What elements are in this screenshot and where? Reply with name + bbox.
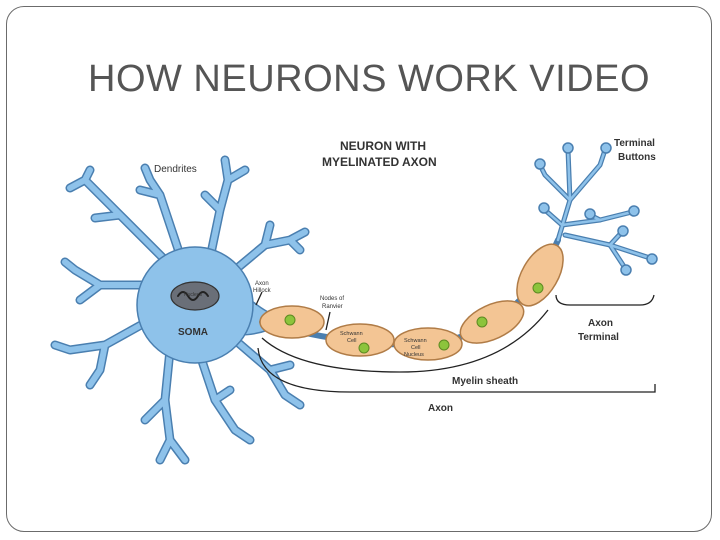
hillock-pointer: [255, 291, 263, 306]
nucleus: [170, 281, 220, 311]
label-nucleus: Nucleus: [184, 292, 203, 298]
myelin-segment: [325, 323, 395, 357]
label-axon-hillock-1: Axon: [255, 281, 269, 287]
label-myelin-sheath: Myelin sheath: [452, 376, 518, 387]
nodes-pointer: [325, 311, 331, 331]
terminal-button: [534, 158, 546, 170]
label-terminal-buttons-2: Buttons: [618, 152, 656, 163]
terminal-bracket: [555, 294, 655, 306]
nucleolus-squiggle: [177, 291, 209, 301]
terminal-button: [538, 202, 550, 214]
schwann-nucleus: [284, 314, 296, 326]
diagram-heading-line2: MYELINATED AXON: [322, 155, 437, 169]
slide-frame: [6, 6, 712, 532]
myelin-bracket: [261, 309, 549, 373]
label-schwann-nucleus-1: Schwann: [404, 338, 427, 344]
myelin-segment: [516, 243, 564, 307]
neuron-illustration: [50, 142, 658, 465]
axon-bracket: [257, 347, 656, 393]
annotation-lines: [255, 291, 656, 393]
label-schwann-nucleus-3: Nucleus: [404, 352, 424, 358]
terminal-button: [628, 205, 640, 217]
label-axon-terminal-2: Terminal: [578, 332, 619, 343]
label-terminal-buttons-1: Terminal: [614, 138, 655, 149]
terminal-buttons: [534, 142, 658, 276]
terminal-button: [600, 142, 612, 154]
terminal-button: [584, 208, 596, 220]
terminal-button: [617, 225, 629, 237]
myelin-segment: [393, 327, 463, 361]
label-axon: Axon: [428, 403, 453, 414]
schwann-nucleus: [476, 316, 488, 328]
label-nodes-2: Ranvier: [322, 304, 343, 310]
terminal-button: [620, 264, 632, 276]
label-axon-hillock-2: Hillock: [253, 288, 272, 294]
terminal-branches-fill: [538, 148, 652, 270]
label-schwann-cell-1: Schwann: [340, 331, 363, 337]
schwann-nucleus: [532, 282, 544, 294]
myelin-segment: [459, 300, 525, 344]
label-schwann-nucleus-2: Cell: [411, 345, 420, 351]
myelin-segments: [259, 243, 564, 361]
label-nodes-1: Nodes of: [320, 296, 344, 302]
terminal-button: [562, 142, 574, 154]
slide-title: HOW NEURONS WORK VIDEO: [88, 58, 651, 100]
schwann-nucleus: [438, 339, 450, 351]
dendrite-fill: [52, 157, 308, 463]
schwann-nuclei: [284, 282, 544, 354]
diagram-labels: NEURON WITH MYELINATED AXON Dendrites Nu…: [154, 138, 656, 414]
diagram-heading-line1: NEURON WITH: [340, 139, 426, 153]
label-schwann-cell-2: Cell: [347, 338, 356, 344]
label-dendrites: Dendrites: [154, 164, 197, 175]
label-soma: SOMA: [178, 327, 208, 338]
schwann-nucleus: [358, 342, 370, 354]
terminal-button: [646, 253, 658, 265]
label-axon-terminal-1: Axon: [588, 318, 613, 329]
